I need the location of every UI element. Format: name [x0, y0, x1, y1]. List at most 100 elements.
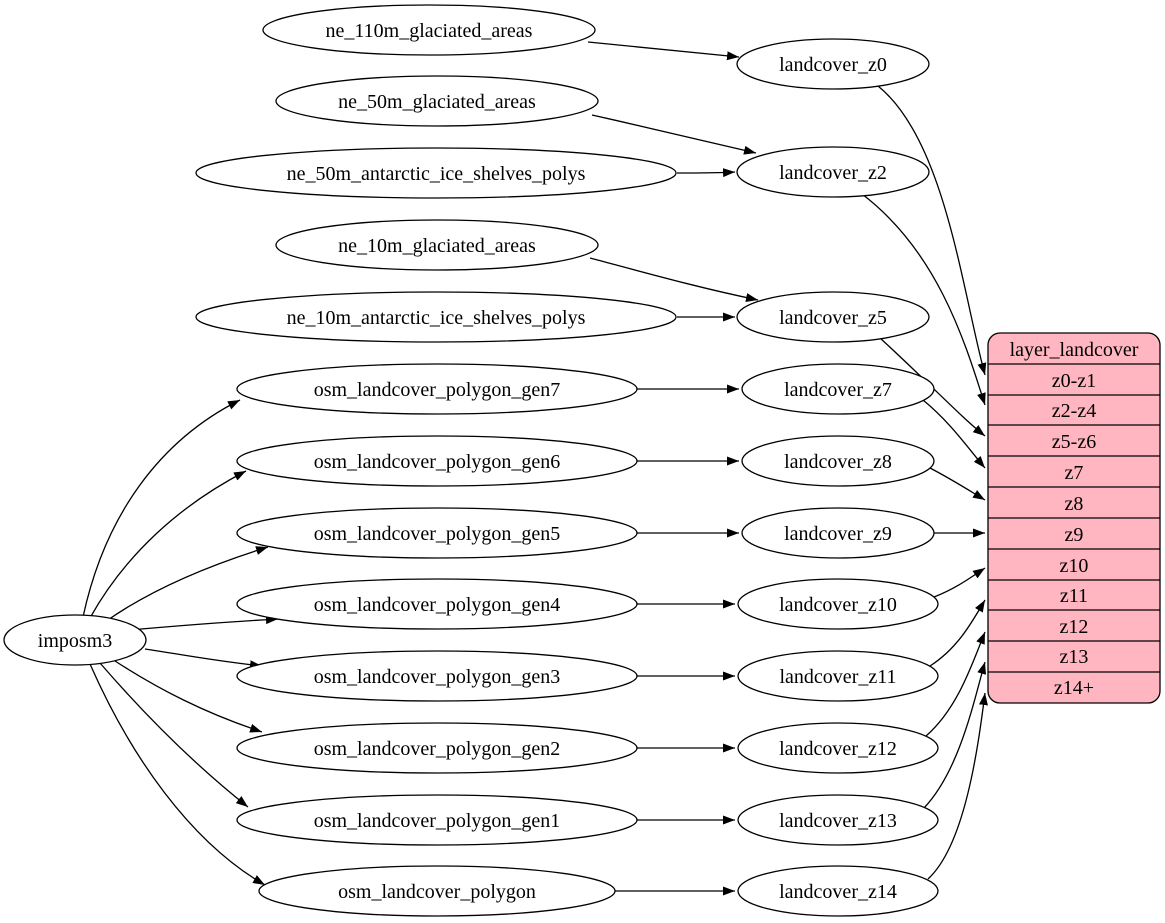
node-label: landcover_z5 [779, 307, 887, 329]
node-label: ne_110m_glaciated_areas [326, 20, 533, 42]
node-label: landcover_z12 [779, 738, 897, 760]
node-osm-landcover-polygon-gen4: osm_landcover_polygon_gen4 [236, 578, 638, 630]
node-shape [736, 38, 930, 90]
edge-ne-50m-glaciated-areas-landcover-z2 [591, 114, 757, 155]
node-shape [195, 147, 677, 199]
node-label: osm_landcover_polygon_gen5 [314, 523, 561, 545]
node-shape [737, 794, 939, 846]
node-shape [741, 435, 935, 487]
edge-landcover-z12-row-z12 [925, 631, 986, 737]
node-label: ne_10m_antarctic_ice_shelves_polys [287, 307, 586, 329]
node-shape [736, 291, 930, 343]
node-shape [236, 578, 638, 630]
node-landcover-z11: landcover_z11 [737, 650, 939, 702]
node-label: osm_landcover_polygon_gen7 [314, 379, 561, 401]
node-osm-landcover-polygon-gen3: osm_landcover_polygon_gen3 [236, 650, 638, 702]
node-landcover-z10: landcover_z10 [737, 578, 939, 630]
node-shape [195, 291, 677, 343]
node-label: landcover_z2 [779, 162, 887, 184]
node-shape [736, 146, 930, 198]
edge-ne-50m-antarctic-ice-shelves-polys-landcover-z2 [676, 168, 736, 178]
table-row-z5-z6: z5-z6 [1052, 431, 1096, 453]
edge-landcover-z13-row-z13 [923, 661, 986, 809]
table-row-z13: z13 [1060, 646, 1089, 668]
node-label: osm_landcover_polygon_gen1 [314, 810, 561, 832]
edge-imposm3-osm-landcover-polygon-gen2 [114, 660, 263, 733]
table-row-z11: z11 [1060, 585, 1088, 607]
table-row-z8: z8 [1065, 493, 1084, 515]
node-shape [737, 650, 939, 702]
edge-landcover-z2-row-z2-z4 [861, 193, 986, 406]
node-osm-landcover-polygon-gen1: osm_landcover_polygon_gen1 [236, 794, 638, 846]
edge-landcover-z0-row-z0-z1 [877, 85, 987, 376]
node-label: osm_landcover_polygon_gen2 [314, 738, 561, 760]
edge-landcover-z5-row-z5-z6 [879, 337, 986, 437]
node-label: ne_10m_glaciated_areas [338, 235, 536, 257]
node-label: osm_landcover_polygon_gen4 [314, 594, 561, 616]
edge-ne-10m-glaciated-areas-landcover-z5 [589, 257, 759, 302]
edge-imposm3-osm-landcover-polygon-gen1 [99, 662, 249, 808]
node-shape [236, 722, 638, 774]
edge-imposm3-osm-landcover-polygon [89, 663, 266, 886]
node-ne-50m-antarctic-ice-shelves-polys: ne_50m_antarctic_ice_shelves_polys [195, 147, 677, 199]
node-label: osm_landcover_polygon_gen3 [314, 666, 561, 688]
node-landcover-z2: landcover_z2 [736, 146, 930, 198]
node-ne-10m-glaciated-areas: ne_10m_glaciated_areas [275, 219, 599, 271]
node-shape [236, 363, 638, 415]
node-shape [741, 507, 935, 559]
table-row-z10: z10 [1060, 555, 1089, 577]
node-imposm3-shape [3, 614, 147, 666]
node-shape [737, 722, 939, 774]
node-landcover-z14: landcover_z14 [737, 865, 939, 917]
edge-ne-110m-glaciated-areas-landcover-z0 [587, 41, 740, 61]
edge-imposm3-osm-landcover-polygon-gen5 [104, 546, 269, 623]
node-shape [737, 865, 939, 917]
node-landcover-z8: landcover_z8 [741, 435, 935, 487]
node-landcover-z12: landcover_z12 [737, 722, 939, 774]
node-ne-10m-antarctic-ice-shelves-polys: ne_10m_antarctic_ice_shelves_polys [195, 291, 677, 343]
node-landcover-z5: landcover_z5 [736, 291, 930, 343]
node-label: ne_50m_antarctic_ice_shelves_polys [287, 163, 586, 185]
node-shape [737, 578, 939, 630]
node-label: landcover_z14 [779, 881, 897, 903]
table-row-z0-z1: z0-z1 [1052, 370, 1096, 392]
node-osm-landcover-polygon-gen2: osm_landcover_polygon_gen2 [236, 722, 638, 774]
node-osm-landcover-polygon-gen5: osm_landcover_polygon_gen5 [236, 507, 638, 559]
node-shape [262, 4, 596, 56]
node-shape [236, 650, 638, 702]
table-row-z2-z4: z2-z4 [1052, 400, 1096, 422]
node-ne-110m-glaciated-areas: ne_110m_glaciated_areas [262, 4, 596, 56]
node-shape [275, 75, 599, 127]
edge-landcover-z14-row-z14plus [927, 692, 988, 880]
edge-imposm3-osm-landcover-polygon-gen7 [82, 399, 241, 618]
node-shape [275, 219, 599, 271]
node-label: ne_50m_glaciated_areas [338, 91, 536, 113]
table-layer-landcover: layer_landcover z0-z1 z2-z4 z5-z6 z7 z8 … [987, 332, 1161, 704]
node-landcover-z9: landcover_z9 [741, 507, 935, 559]
table-title: layer_landcover [1010, 339, 1139, 361]
table-row-z14plus: z14+ [1054, 677, 1094, 699]
node-label: landcover_z9 [784, 523, 892, 545]
node-imposm3: imposm3 [3, 614, 147, 666]
edge-landcover-z8-row-z8 [929, 467, 986, 501]
table-row-z9: z9 [1065, 524, 1084, 546]
node-label: landcover_z8 [784, 451, 892, 473]
edge-imposm3-osm-landcover-polygon-gen3 [144, 648, 263, 670]
node-label: osm_landcover_polygon [338, 881, 536, 903]
node-osm-landcover-polygon: osm_landcover_polygon [258, 865, 616, 917]
node-label: osm_landcover_polygon_gen6 [314, 451, 561, 473]
node-label: landcover_z11 [780, 666, 897, 688]
node-landcover-z7: landcover_z7 [741, 363, 935, 415]
node-shape [236, 507, 638, 559]
edge-imposm3-osm-landcover-polygon-gen6 [89, 470, 247, 619]
edge-group [82, 41, 988, 896]
node-landcover-z13: landcover_z13 [737, 794, 939, 846]
node-imposm3-label: imposm3 [38, 630, 112, 652]
node-shape [741, 363, 935, 415]
edge-imposm3-osm-landcover-polygon-gen4 [129, 615, 279, 631]
node-shape [258, 865, 616, 917]
node-label: landcover_z13 [779, 810, 897, 832]
node-ne-50m-glaciated-areas: ne_50m_glaciated_areas [275, 75, 599, 127]
